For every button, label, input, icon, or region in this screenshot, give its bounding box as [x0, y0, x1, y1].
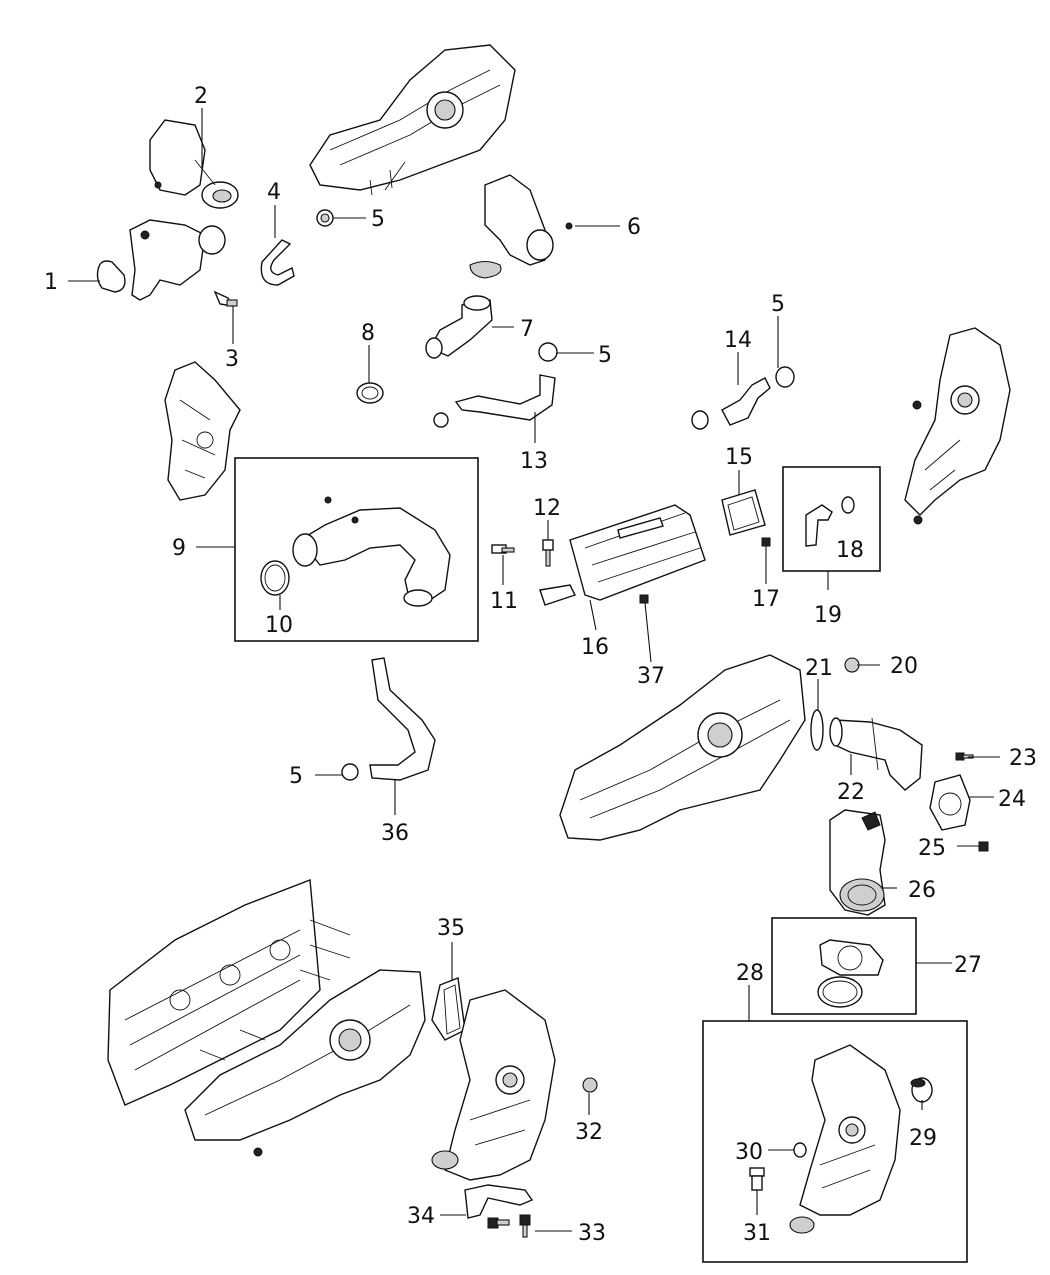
part-19-tube — [805, 496, 855, 547]
leader-lines — [68, 108, 1000, 1232]
callout-32: 32 — [575, 1120, 603, 1145]
callout-5-a: 5 — [371, 207, 385, 232]
part-15-gasket — [721, 489, 766, 536]
callout-9: 9 — [172, 536, 186, 561]
part-10-oring — [260, 560, 290, 596]
intake-manifold-middle — [559, 654, 806, 841]
part-30-oring — [793, 1142, 807, 1158]
mounting-bracket-left — [164, 361, 241, 501]
part-4-hose — [260, 239, 295, 286]
callout-28: 28 — [736, 961, 764, 986]
callout-15: 15 — [725, 445, 753, 470]
callout-18: 18 — [836, 538, 864, 563]
callout-26: 26 — [908, 878, 936, 903]
part-27-gasket-kit — [817, 939, 884, 1008]
callout-24: 24 — [998, 787, 1026, 812]
part-26-egr-valve — [829, 809, 886, 916]
box-part-9 — [234, 457, 479, 642]
part-21-oring — [810, 709, 824, 751]
part-13-hose — [433, 342, 558, 428]
part-31-fitting — [749, 1167, 765, 1191]
callout-6: 6 — [627, 215, 641, 240]
part-2-housing — [149, 119, 239, 209]
callout-33: 33 — [578, 1221, 606, 1246]
box-part-19 — [782, 466, 881, 572]
part-28-egr-assembly — [789, 1044, 901, 1234]
part-8-clamp — [356, 382, 384, 404]
part-12-bolt — [542, 539, 554, 567]
callout-2: 2 — [194, 84, 208, 109]
callout-4: 4 — [267, 180, 281, 205]
callout-17: 17 — [752, 587, 780, 612]
callout-25: 25 — [918, 836, 946, 861]
part-29-cap — [910, 1077, 933, 1103]
part-16-egr-cooler — [539, 504, 706, 606]
callout-36: 36 — [381, 821, 409, 846]
part-9-pipe — [292, 496, 451, 607]
callout-35: 35 — [437, 916, 465, 941]
callout-31: 31 — [743, 1221, 771, 1246]
callout-19: 19 — [814, 603, 842, 628]
callout-21: 21 — [805, 656, 833, 681]
egr-valve-right-top — [904, 327, 1011, 525]
callout-23: 23 — [1009, 746, 1037, 771]
part-22-elbow — [829, 717, 923, 791]
part-24-gasket — [929, 774, 971, 831]
part-17-bolt — [761, 537, 771, 547]
part-33-bolts — [487, 1214, 531, 1238]
callout-29: 29 — [909, 1126, 937, 1151]
part-32-nut — [582, 1077, 598, 1093]
part-1-housing — [96, 219, 226, 301]
part-35-gasket — [431, 977, 466, 1041]
callout-5-d: 5 — [289, 764, 303, 789]
callout-5-c: 5 — [771, 292, 785, 317]
part-25-bolt — [978, 841, 989, 852]
callout-5-b: 5 — [598, 343, 612, 368]
callout-30: 30 — [735, 1140, 763, 1165]
callout-8: 8 — [361, 321, 375, 346]
part-6-housing — [469, 174, 573, 279]
part-7-elbow — [425, 295, 493, 359]
callout-3: 3 — [225, 347, 239, 372]
part-3-sensor — [213, 290, 238, 307]
part-20-nut — [844, 657, 860, 673]
part-34-bracket — [464, 1184, 534, 1219]
callout-12: 12 — [533, 496, 561, 521]
callout-13: 13 — [520, 449, 548, 474]
callout-34: 34 — [407, 1204, 435, 1229]
callout-20: 20 — [890, 654, 918, 679]
part-36-hose — [341, 657, 436, 781]
callout-22: 22 — [837, 780, 865, 805]
callout-37: 37 — [637, 664, 665, 689]
intake-manifold-bottom — [184, 969, 426, 1157]
callout-27: 27 — [954, 953, 982, 978]
intake-manifold-top — [309, 44, 516, 196]
box-part-27 — [771, 917, 917, 1015]
callout-1: 1 — [44, 270, 58, 295]
part-5-clamp-a — [316, 209, 334, 227]
cylinder-head-bottom — [107, 879, 351, 1106]
box-part-28 — [702, 1020, 968, 1263]
callout-11: 11 — [490, 589, 518, 614]
part-14-hose — [691, 366, 795, 430]
part-37-bolt — [639, 594, 649, 604]
callout-7: 7 — [520, 317, 534, 342]
egr-valve-bottom — [431, 989, 556, 1181]
callout-16: 16 — [581, 635, 609, 660]
callout-14: 14 — [724, 328, 752, 353]
part-11-bolt — [491, 544, 515, 554]
callout-10: 10 — [265, 613, 293, 638]
